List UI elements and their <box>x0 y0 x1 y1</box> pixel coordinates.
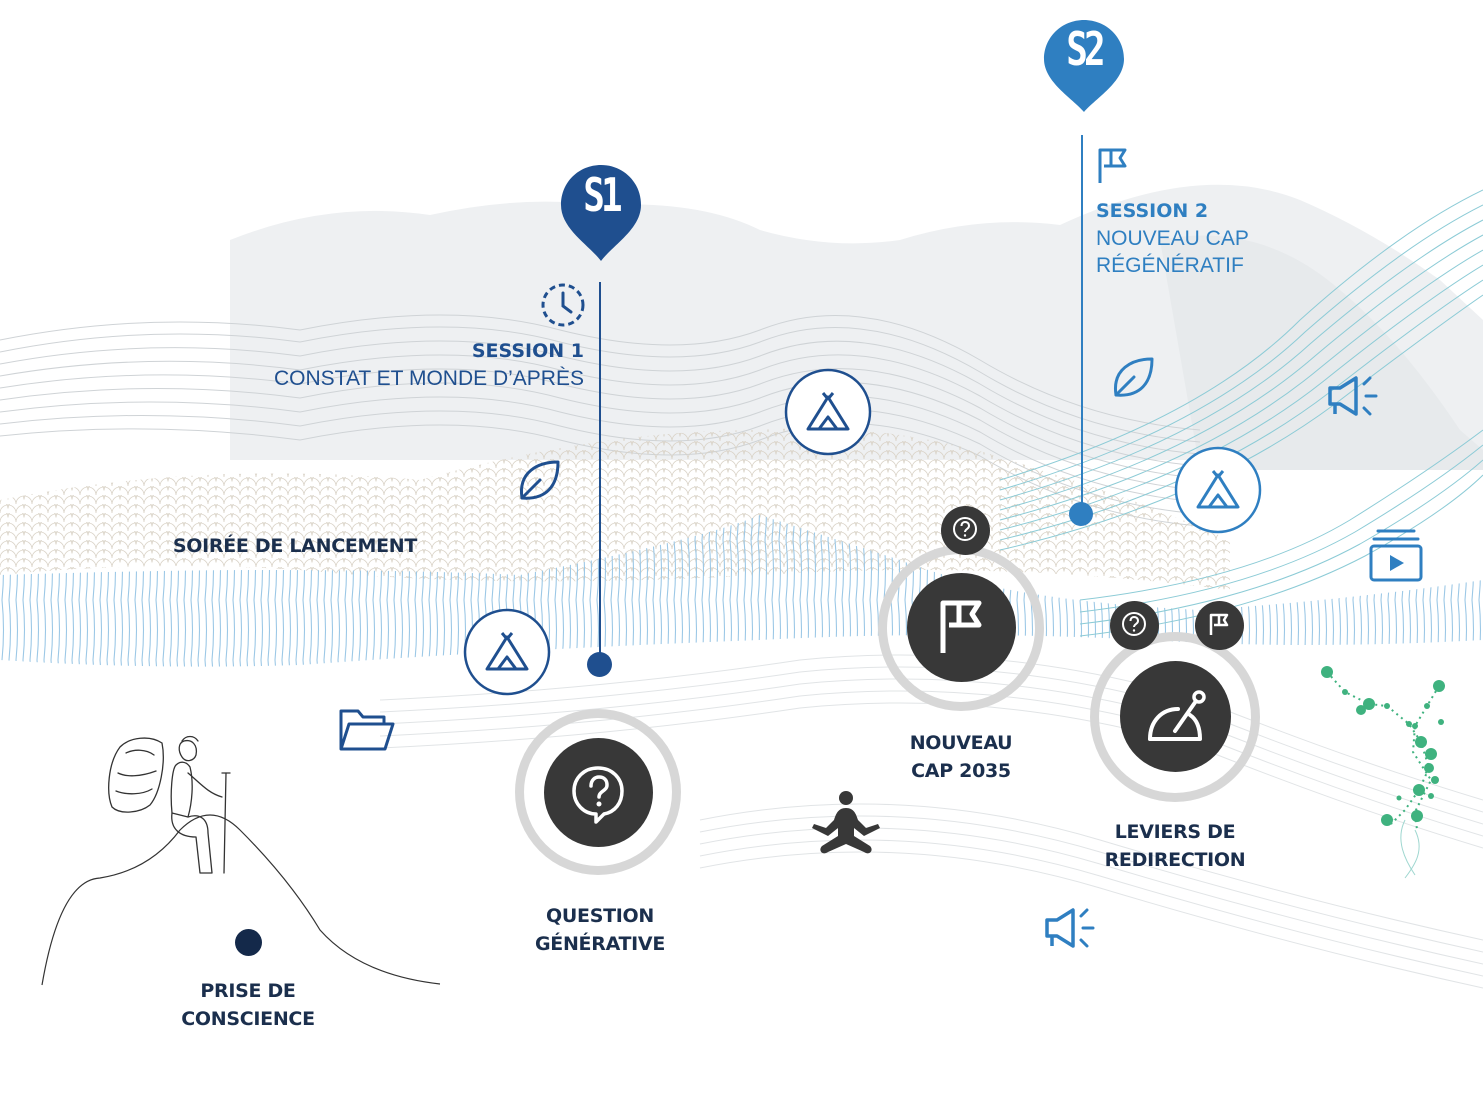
session-2-text: SESSION 2 NOUVEAU CAP RÉGÉNÉRATIF <box>1096 198 1249 279</box>
nouveau-line2: CAP 2035 <box>911 760 1011 782</box>
green-network-illustration <box>1321 666 1445 879</box>
leviers-line1: LEVIERS DE <box>1114 821 1236 843</box>
session-2-dot <box>1069 502 1093 526</box>
nouveau-cap-label: NOUVEAU CAP 2035 <box>860 729 1062 785</box>
question-generative-label: QUESTION GÉNÉRATIVE <box>480 902 720 958</box>
session-1-title: SESSION 1 <box>471 340 584 362</box>
nouveau-line1: NOUVEAU <box>909 732 1013 754</box>
flag-icon <box>1098 148 1127 183</box>
leviers-line2: REDIRECTION <box>1104 849 1246 871</box>
leaf-icon <box>520 460 560 500</box>
question-bubble-icon <box>572 766 624 824</box>
clock-icon <box>541 283 585 327</box>
tent-icon <box>463 608 551 696</box>
prise-line1: PRISE DE <box>200 980 296 1002</box>
tent-icon <box>784 368 872 456</box>
leviers-badge-flag <box>1195 601 1244 650</box>
prise-dot <box>235 929 262 956</box>
question-ring <box>515 709 681 875</box>
leviers-node <box>1120 661 1231 772</box>
session-1-line <box>599 282 601 660</box>
question-node <box>544 738 653 847</box>
prise-line2: CONSCIENCE <box>181 1008 315 1030</box>
prise-de-conscience-label: PRISE DE CONSCIENCE <box>130 977 366 1033</box>
leviers-badge-question <box>1110 601 1159 650</box>
leviers-label: LEVIERS DE REDIRECTION <box>1070 818 1280 874</box>
session-2-subtitle-line2: RÉGÉNÉRATIF <box>1096 254 1244 277</box>
soiree-de-lancement-label: SOIRÉE DE LANCEMENT <box>172 535 418 557</box>
meditation-icon <box>812 791 880 854</box>
session-2-pin-label: S2 <box>1066 22 1105 76</box>
session-1-subtitle: CONSTAT ET MONDE D’APRÈS <box>274 367 584 390</box>
session-2-line <box>1081 135 1083 513</box>
lever-icon <box>1148 690 1206 741</box>
video-icon <box>1369 529 1423 582</box>
folder-icon <box>339 709 395 751</box>
question-line2: GÉNÉRATIVE <box>534 933 666 955</box>
flag-icon <box>1209 613 1229 635</box>
question-line1: QUESTION <box>546 905 654 927</box>
session-1-pin-label: S1 <box>583 168 622 222</box>
flag-icon <box>940 600 982 653</box>
session-2-title: SESSION 2 <box>1096 200 1209 222</box>
megaphone-icon <box>1328 376 1378 416</box>
session-1-pin <box>561 165 641 261</box>
leviers-ring <box>1090 632 1260 802</box>
session-1-dot <box>587 652 612 677</box>
hiker-illustration <box>108 735 231 874</box>
nouveau-node <box>907 573 1016 682</box>
nouveau-badge-question <box>941 506 990 555</box>
session-2-pin <box>1044 20 1124 112</box>
tent-icon <box>1174 446 1262 534</box>
question-bubble-icon <box>1122 612 1146 636</box>
session-1-text: SESSION 1 CONSTAT ET MONDE D’APRÈS <box>230 338 584 392</box>
megaphone-icon <box>1045 908 1095 948</box>
question-bubble-icon <box>953 517 977 541</box>
session-2-subtitle-line1: NOUVEAU CAP <box>1096 227 1249 250</box>
leaf-icon <box>1114 357 1154 397</box>
